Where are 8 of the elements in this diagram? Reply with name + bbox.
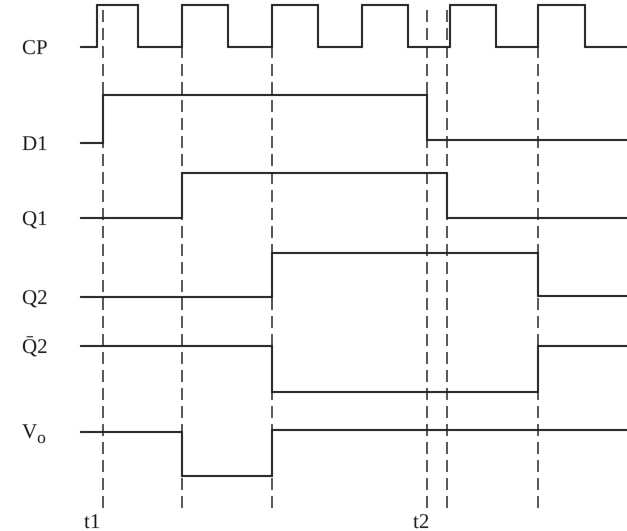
time-label: t2 bbox=[413, 511, 430, 531]
signal-label: V$_{o}$ bbox=[22, 421, 46, 447]
signal-label: Q̄2 bbox=[22, 336, 48, 357]
signal-label: Q2 bbox=[22, 287, 48, 308]
signal-label: Q1 bbox=[22, 208, 48, 229]
signal-label: CP bbox=[22, 37, 48, 58]
time-label: t1 bbox=[84, 511, 100, 531]
signal-label: D1 bbox=[22, 133, 48, 154]
